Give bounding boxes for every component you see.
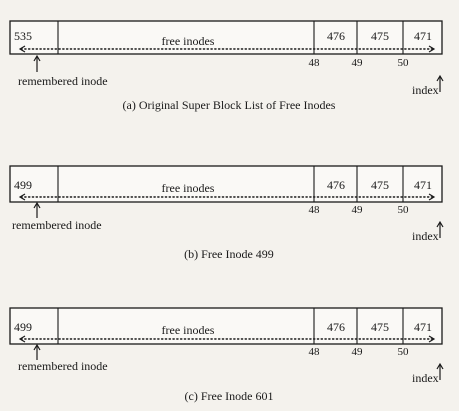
up-arrowhead-icon <box>33 54 41 62</box>
cell-value: 475 <box>371 29 389 43</box>
index-number: 50 <box>398 57 410 69</box>
remembered-inode-label: remembered inode <box>18 74 108 88</box>
index-number: 48 <box>309 57 321 69</box>
up-arrowhead-icon <box>33 343 41 351</box>
right-arrowhead-icon <box>428 45 436 53</box>
free-inodes-label: free inodes <box>162 181 215 195</box>
index-label: index <box>412 83 439 97</box>
remembered-inode-value: 499 <box>14 320 32 334</box>
index-number: 48 <box>309 204 321 216</box>
left-arrowhead-icon <box>18 193 26 201</box>
index-label: index <box>412 371 439 385</box>
right-arrowhead-icon <box>428 335 436 343</box>
up-arrowhead-icon <box>33 201 41 209</box>
panel-c: 499 free inodes 476 475 471 48 49 50 rem… <box>9 307 444 403</box>
figure-caption: (c) Free Inode 601 <box>185 389 274 403</box>
super-block-list-box <box>9 307 443 345</box>
free-inodes-label: free inodes <box>162 34 215 48</box>
cell-value: 476 <box>327 29 345 43</box>
up-arrowhead-icon <box>436 220 444 228</box>
free-inodes-label: free inodes <box>162 323 215 337</box>
index-number: 49 <box>352 204 364 216</box>
remembered-inode-label: remembered inode <box>12 218 102 232</box>
index-label: index <box>412 229 439 243</box>
index-number: 49 <box>352 346 364 358</box>
figure-caption: (a) Original Super Block List of Free In… <box>123 98 336 112</box>
cell-value: 475 <box>371 320 389 334</box>
right-arrowhead-icon <box>428 193 436 201</box>
up-arrowhead-icon <box>436 362 444 370</box>
index-number: 50 <box>398 204 410 216</box>
cell-value: 475 <box>371 178 389 192</box>
remembered-inode-value: 535 <box>14 29 32 43</box>
panel-a: 535 free inodes 476 475 471 48 49 50 rem… <box>9 20 444 112</box>
index-number: 49 <box>352 57 364 69</box>
left-arrowhead-icon <box>18 45 26 53</box>
left-arrowhead-icon <box>18 335 26 343</box>
cell-value: 476 <box>327 178 345 192</box>
panel-b: 499 free inodes 476 475 471 48 49 50 rem… <box>9 165 444 261</box>
index-number: 48 <box>309 346 321 358</box>
figure-caption: (b) Free Inode 499 <box>184 247 274 261</box>
up-arrowhead-icon <box>436 74 444 82</box>
super-block-list-box <box>9 165 443 203</box>
cell-value: 471 <box>414 178 432 192</box>
remembered-inode-value: 499 <box>14 178 32 192</box>
remembered-inode-label: remembered inode <box>18 359 108 373</box>
index-number: 50 <box>398 346 410 358</box>
cell-value: 476 <box>327 320 345 334</box>
cell-value: 471 <box>414 29 432 43</box>
cell-value: 471 <box>414 320 432 334</box>
